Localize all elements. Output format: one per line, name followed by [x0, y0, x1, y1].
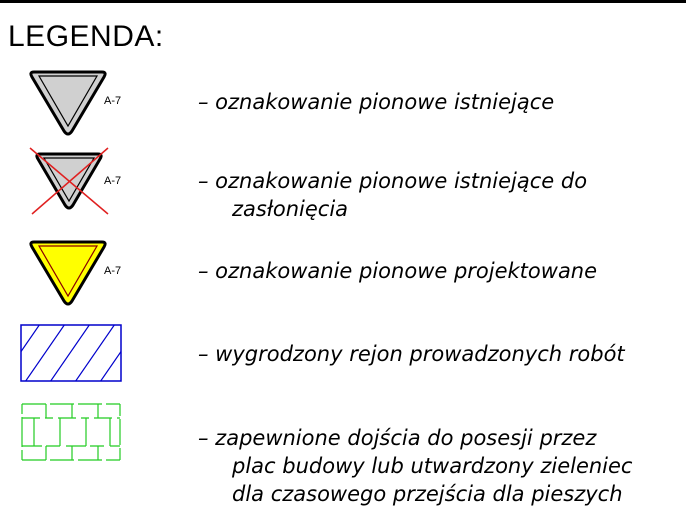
yellow-triangle-icon [29, 240, 107, 306]
sign-code-label: A-7 [104, 175, 122, 187]
description-line: – oznakowanie pionowe projektowane [198, 259, 598, 283]
description-line: – zapewnione dojścia do posesji przez [198, 426, 597, 450]
crossed-grey-triangle-icon [29, 147, 109, 215]
description-line: – oznakowanie pionowe istniejące do [198, 169, 588, 193]
green-dashed-grid-icon [21, 403, 121, 461]
legend-item-description: – zapewnione dojścia do posesji przez pl… [198, 424, 632, 508]
sign-code-label: A-7 [104, 265, 122, 277]
top-border [0, 0, 686, 3]
blue-hatched-rectangle-icon [20, 324, 122, 382]
description-line: – oznakowanie pionowe istniejące [198, 90, 555, 114]
legend-item-description: – oznakowanie pionowe istniejące do zasł… [198, 167, 587, 223]
grey-triangle-icon [29, 70, 107, 136]
description-line: zasłonięcia [232, 197, 349, 221]
description-line: – wygrodzony rejon prowadzonych robót [198, 342, 625, 366]
sign-code-label: A-7 [104, 95, 122, 107]
legend-item-description: – oznakowanie pionowe projektowane [198, 257, 597, 285]
legend-item-description: – oznakowanie pionowe istniejące [198, 88, 554, 116]
legend-title: LEGENDA: [8, 20, 164, 53]
description-line: dla czasowego przejścia dla pieszych [232, 482, 623, 506]
description-line: plac budowy lub utwardzony zieleniec [232, 454, 633, 478]
legend-item-description: – wygrodzony rejon prowadzonych robót [198, 340, 625, 368]
